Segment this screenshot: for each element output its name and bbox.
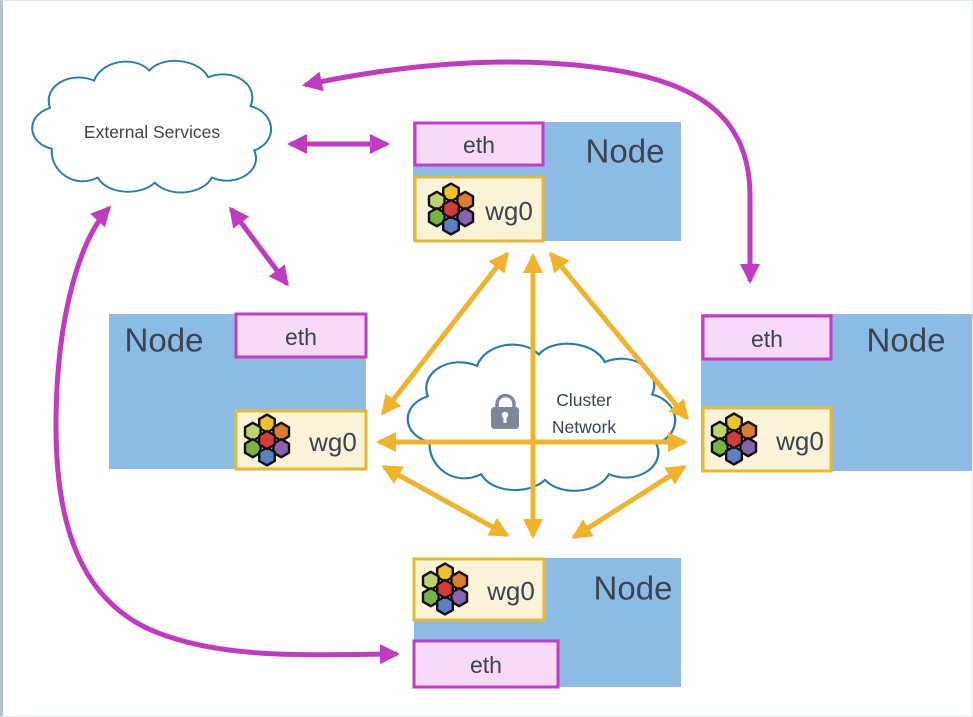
eth-interface-box — [234, 312, 368, 359]
node-right: Node eth wg0 — [701, 314, 972, 473]
wg0-interface-label: wg0 — [308, 427, 357, 457]
node-left: Node eth wg0 — [109, 312, 368, 471]
node-title: Node — [867, 322, 946, 359]
eth-interface-box — [413, 121, 545, 167]
node-title: Node — [586, 133, 665, 170]
arrow-right-wg0-to-bottom-wg0 — [571, 464, 687, 540]
external-services-cloud: External Services — [31, 59, 273, 194]
node-title: Node — [125, 322, 204, 359]
node-bottom: Node wg0 eth — [412, 557, 681, 689]
eth-interface-box — [701, 314, 833, 361]
network-diagram: External Services Cluster Network Node — [31, 59, 972, 689]
eth-interface-label: eth — [463, 132, 495, 158]
wg0-interface-label: wg0 — [775, 426, 824, 456]
arrow-external-to-right-eth — [302, 59, 760, 284]
cluster-network-label-line1: Cluster — [556, 390, 612, 410]
wireguard-mesh-arrows — [376, 251, 689, 540]
eth-interface-label: eth — [285, 324, 317, 350]
eth-interface-label: eth — [751, 326, 783, 352]
honeycomb-mesh-icon — [712, 414, 756, 465]
eth-interface-box — [412, 639, 560, 689]
cloud-outline — [406, 342, 677, 492]
wg0-interface-label: wg0 — [484, 196, 533, 226]
external-link-arrows — [53, 59, 760, 665]
wg0-interface-box — [234, 409, 368, 471]
wg0-interface-label: wg0 — [486, 576, 535, 606]
external-services-label: External Services — [84, 122, 220, 142]
node-top: Node eth wg0 — [413, 121, 681, 243]
arrow-left-wg0-to-bottom-wg0 — [381, 464, 510, 538]
arrow-external-to-bottom-eth — [53, 205, 400, 665]
cluster-network-cloud: Cluster Network — [406, 342, 677, 492]
arrow-external-to-left-eth — [228, 206, 290, 287]
wg0-interface-box — [412, 557, 546, 622]
honeycomb-mesh-icon — [429, 184, 473, 235]
node-title: Node — [594, 570, 673, 607]
eth-interface-label: eth — [470, 652, 502, 678]
cluster-network-label-line2: Network — [552, 417, 616, 437]
honeycomb-mesh-icon — [423, 564, 467, 615]
honeycomb-mesh-icon — [245, 415, 289, 466]
